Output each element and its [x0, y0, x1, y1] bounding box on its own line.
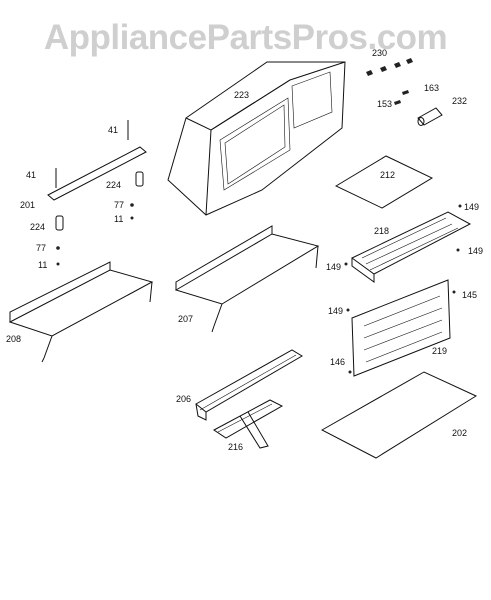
- label-223: 223: [234, 90, 249, 100]
- label-232: 232: [452, 96, 467, 106]
- label-207: 207: [178, 314, 193, 324]
- part-163: [402, 90, 409, 95]
- nut-11-left: [56, 262, 60, 266]
- screw-145: [452, 290, 456, 294]
- label-163: 163: [424, 83, 439, 93]
- burner-216: [213, 399, 284, 449]
- screw-146: [348, 370, 352, 374]
- label-153: 153: [377, 99, 392, 109]
- hood-223: [167, 61, 346, 216]
- washer-77-left: [56, 246, 60, 250]
- label-77-right: 77: [114, 200, 124, 210]
- label-149-b: 149: [326, 262, 341, 272]
- label-149-d: 149: [328, 306, 343, 316]
- part-153: [394, 100, 401, 105]
- heat-deflector-206: [195, 349, 303, 421]
- label-149-c: 149: [468, 246, 483, 256]
- watermark-text: AppliancePartsPros.com: [43, 18, 448, 57]
- screw-149-d: [346, 308, 350, 312]
- bar-201: [47, 146, 147, 201]
- label-202: 202: [452, 428, 467, 438]
- label-212: 212: [380, 170, 395, 180]
- label-41-top: 41: [108, 125, 118, 135]
- label-216: 216: [228, 442, 243, 452]
- heat-shield-218: [351, 211, 472, 283]
- warming-rack-208: [8, 261, 154, 363]
- label-230: 230: [372, 48, 387, 58]
- part-232-cylinder: [417, 107, 443, 126]
- label-206: 206: [176, 394, 191, 404]
- label-149-a: 149: [464, 202, 479, 212]
- cooking-grid-202: [320, 371, 478, 459]
- screw-149-c: [456, 248, 460, 252]
- screw-149-b: [344, 262, 348, 266]
- label-11-left: 11: [38, 260, 47, 270]
- label-77-left: 77: [36, 243, 46, 253]
- screw-149-a: [458, 204, 462, 208]
- panel-219: [351, 279, 451, 377]
- nut-11-right: [130, 216, 134, 220]
- label-145: 145: [462, 290, 477, 300]
- washer-77-right: [130, 203, 134, 207]
- warming-rack-207: [174, 225, 320, 333]
- hood-vent-grille: [291, 71, 333, 129]
- label-41-left: 41: [26, 170, 36, 180]
- label-224-right: 224: [106, 180, 121, 190]
- label-201: 201: [20, 200, 35, 210]
- label-208: 208: [6, 334, 21, 344]
- plate-212: [334, 155, 434, 209]
- spacer-224-right: [135, 171, 144, 187]
- spacer-224-left: [55, 215, 64, 231]
- label-224-left: 224: [30, 222, 45, 232]
- label-219: 219: [432, 346, 447, 356]
- knob-parts-230: [366, 58, 413, 76]
- label-11-right: 11: [114, 214, 123, 224]
- label-146: 146: [330, 357, 345, 367]
- label-218: 218: [374, 226, 389, 236]
